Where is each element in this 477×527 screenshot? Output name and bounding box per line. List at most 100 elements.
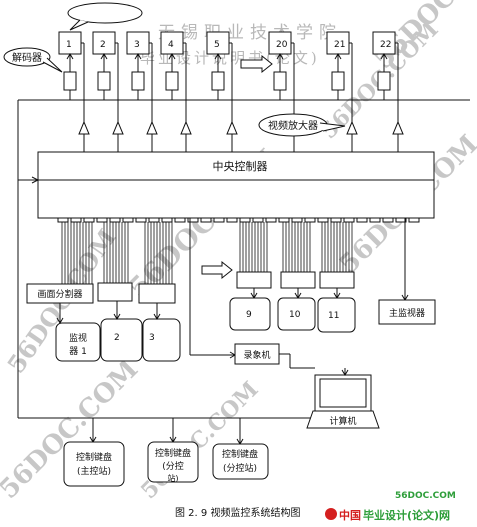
decoder-box — [377, 71, 391, 91]
monitor-11: 11 — [317, 271, 356, 333]
keyboard-sub-1: 控制键盘 (分控 站) — [147, 418, 199, 483]
decoder-box — [211, 71, 225, 91]
output-terminal — [200, 217, 212, 223]
output-terminal — [148, 217, 160, 223]
monitor-1-label-a: 监视 — [69, 332, 87, 344]
hollow-arrow-2 — [201, 260, 233, 280]
keyboard-sub1-line1: 控制键盘 — [155, 447, 191, 459]
computer-label: 计算机 — [329, 415, 356, 427]
output-terminal — [83, 217, 95, 223]
output-terminal — [408, 217, 420, 223]
amplifier-triangle — [180, 120, 192, 152]
footer-site: 56DOC.COM — [395, 491, 456, 501]
amplifier-triangle — [146, 120, 158, 152]
decoder-box — [165, 71, 179, 91]
watermark: 56DOC.COM — [136, 376, 264, 504]
output-terminal — [291, 217, 303, 223]
output-terminal — [96, 217, 108, 223]
camera-unit-4: 4 — [160, 31, 187, 122]
amplifier-triangle — [392, 120, 404, 152]
keyboard-main-line2: (主控站) — [77, 465, 111, 477]
output-terminal — [369, 217, 381, 223]
monitor-10-label: 10 — [289, 310, 301, 320]
output-terminal — [122, 217, 134, 223]
splitter-box-3 — [138, 283, 176, 304]
decoder-callout: 解码器 — [3, 47, 63, 73]
decoder-box — [131, 71, 145, 91]
output-terminal — [161, 217, 173, 223]
camera-group: 1 2 3 4 5 20 21 22 — [58, 31, 399, 122]
output-terminal — [330, 217, 342, 223]
main-monitor: 主监视器 — [378, 218, 436, 325]
video-amplifier-label: 视频放大器 — [268, 119, 318, 132]
output-terminal — [187, 217, 199, 223]
camera-label: 22 — [380, 40, 391, 50]
decoder-box — [63, 71, 77, 91]
left-section-wires — [56, 218, 236, 359]
footer-logo-prefix: 中国 — [339, 508, 361, 522]
keyboard-main: 控制键盘 (主控站) — [63, 418, 125, 487]
camera-label: 4 — [168, 40, 174, 50]
camera-label: 2 — [100, 40, 106, 50]
monitor-2: 2 — [100, 318, 143, 362]
output-terminals — [57, 217, 420, 284]
keyboard-sub2-line2: (分控站) — [223, 462, 257, 474]
keyboard-sub-2: 控制键盘 (分控站) — [212, 418, 269, 480]
monitor-2-label: 2 — [114, 333, 120, 343]
figure-caption: 图 2. 9 视频监控系统结构图 — [175, 506, 300, 519]
camera-label: 1 — [66, 40, 72, 50]
keyboard-sub2-line1: 控制键盘 — [222, 448, 258, 460]
keyboard-sub1-line3: 站) — [167, 473, 178, 483]
amplifier-triangle — [226, 120, 238, 152]
footer-brand: 56DOC.COM 中国 毕业设计(论文)网 — [325, 491, 456, 522]
output-terminal — [395, 217, 407, 223]
main-monitor-label: 主监视器 — [389, 307, 425, 319]
central-controller-label: 中央控制器 — [213, 159, 268, 173]
output-terminal — [317, 217, 329, 223]
output-terminal — [213, 217, 225, 223]
decoder-box — [273, 71, 287, 91]
decoder-box — [97, 71, 111, 91]
camera-label: 5 — [214, 40, 220, 50]
camera-label: 20 — [276, 40, 288, 50]
monitor-3: 3 — [142, 318, 181, 362]
camera-label: 21 — [334, 40, 345, 50]
output-terminal — [57, 217, 69, 223]
camera-unit-2: 2 — [92, 31, 119, 122]
monitor-3-label: 3 — [149, 333, 155, 343]
output-terminal — [278, 217, 290, 223]
footer-logo-main: 毕业设计(论文)网 — [363, 508, 450, 522]
amplifier-triangle — [78, 120, 90, 152]
computer: 计算机 — [306, 368, 380, 429]
monitor-9: 9 — [229, 271, 272, 331]
camera-unit-20: 20 — [268, 31, 295, 122]
output-terminal — [265, 217, 277, 223]
camera-unit-22: 22 — [372, 31, 399, 122]
monitor-1-label-b: 器 1 — [69, 346, 87, 357]
hollow-arrow — [240, 54, 273, 74]
camera-unit-5: 5 — [206, 31, 233, 122]
output-terminal — [343, 217, 355, 223]
output-terminal — [382, 217, 394, 223]
camera-unit-1: 1 — [58, 31, 85, 122]
recorder: 录象机 — [234, 343, 315, 369]
video-amplifier-callout: 视频放大器 — [258, 113, 346, 137]
output-terminal — [356, 217, 368, 223]
monitor-10: 10 — [277, 271, 316, 331]
amplifier-triangle — [112, 120, 124, 152]
header-line-1: 无锡职业技术学院 — [158, 23, 342, 43]
keyboard-main-line1: 控制键盘 — [76, 451, 112, 463]
empty-callout — [67, 2, 143, 31]
output-terminal — [70, 217, 82, 223]
decoder-label: 解码器 — [12, 51, 42, 64]
output-terminal — [252, 217, 264, 223]
decoder-box — [331, 71, 345, 91]
output-terminal — [226, 217, 238, 223]
camera-unit-3: 3 — [126, 31, 153, 122]
camera-label: 3 — [134, 40, 140, 50]
output-terminal — [174, 217, 186, 223]
monitor-1: 监视 器 1 — [55, 322, 101, 362]
keyboard-sub1-line2: (分控 — [162, 460, 184, 472]
output-terminal — [239, 217, 251, 223]
